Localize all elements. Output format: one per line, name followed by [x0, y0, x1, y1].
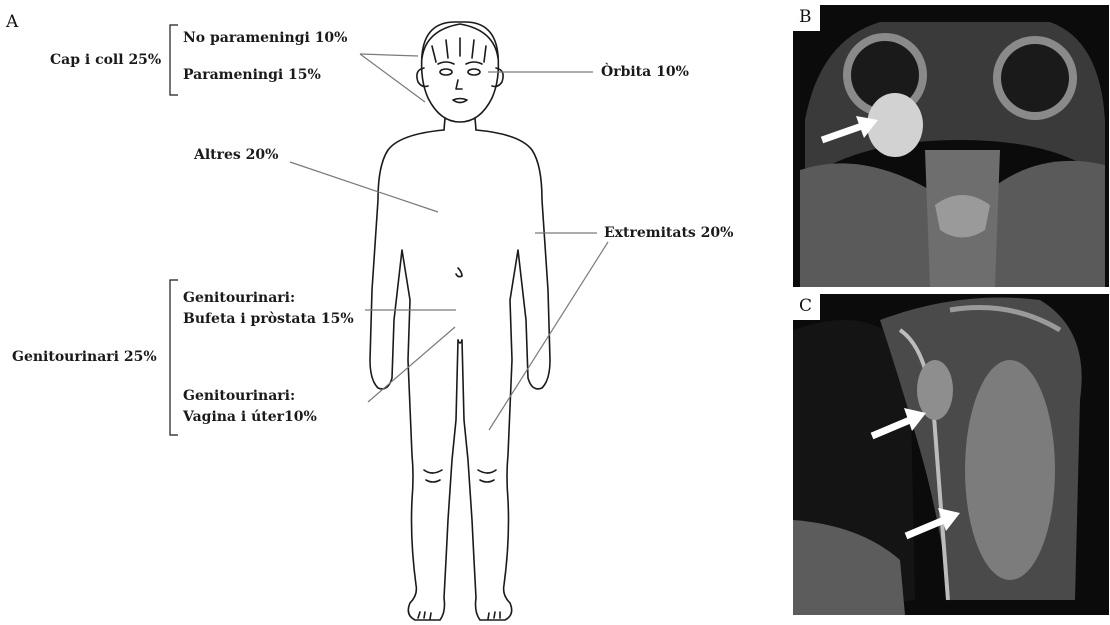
- mri-b-orbital-mass: [867, 93, 923, 157]
- mri-b-sella: [935, 195, 990, 238]
- child-toes: [418, 612, 500, 619]
- leader-non-parameningeal: [360, 54, 418, 56]
- label-gu-bladder-line2: Bufeta i pròstata 15%: [183, 310, 354, 328]
- label-gu-vagina-line1: Genitourinari:: [183, 387, 295, 405]
- mri-b-right-eye: [993, 36, 1077, 120]
- panel-label-c: C: [793, 294, 820, 320]
- label-parameningeal: Parameningi 15%: [183, 66, 321, 84]
- mri-panel-b: [793, 5, 1109, 287]
- child-eye-right: [468, 69, 480, 75]
- label-genitourinary-total: Genitourinari 25%: [12, 348, 157, 366]
- label-head-neck: Cap i coll 25%: [50, 51, 161, 69]
- bracket-head-neck: [170, 25, 178, 95]
- label-gu-vagina-line2: Vagina i úter10%: [183, 408, 317, 426]
- label-extremities: Extremitats 20%: [604, 224, 733, 242]
- child-crotch: [458, 340, 462, 343]
- leader-others: [290, 162, 438, 212]
- leader-extremities-leg: [489, 242, 608, 430]
- mri-panel-c: [793, 294, 1109, 615]
- child-mouth: [453, 99, 467, 103]
- panel-label-a: A: [6, 12, 18, 32]
- child-eyebrows: [438, 62, 482, 64]
- label-orbit: Òrbita 10%: [601, 63, 689, 81]
- child-knee-left: [424, 470, 442, 482]
- label-gu-bladder-line1: Genitourinari:: [183, 289, 295, 307]
- child-body-right: [462, 130, 550, 620]
- mri-c-axillary-node: [917, 360, 953, 420]
- leader-lines: [170, 25, 608, 435]
- child-knee-right: [478, 470, 496, 482]
- child-eye-left: [440, 69, 452, 75]
- label-others: Altres 20%: [194, 146, 278, 164]
- child-navel: [456, 268, 462, 277]
- child-figure: [370, 22, 550, 620]
- leader-vagina: [368, 327, 455, 402]
- mri-c-arm-mass: [965, 360, 1055, 580]
- bracket-genitourinary: [170, 280, 178, 435]
- leader-parameningeal: [360, 54, 425, 102]
- child-head-outline: [422, 22, 499, 122]
- child-nose: [456, 80, 462, 89]
- panel-label-b: B: [793, 5, 820, 31]
- label-non-parameningeal: No parameningi 10%: [183, 29, 347, 47]
